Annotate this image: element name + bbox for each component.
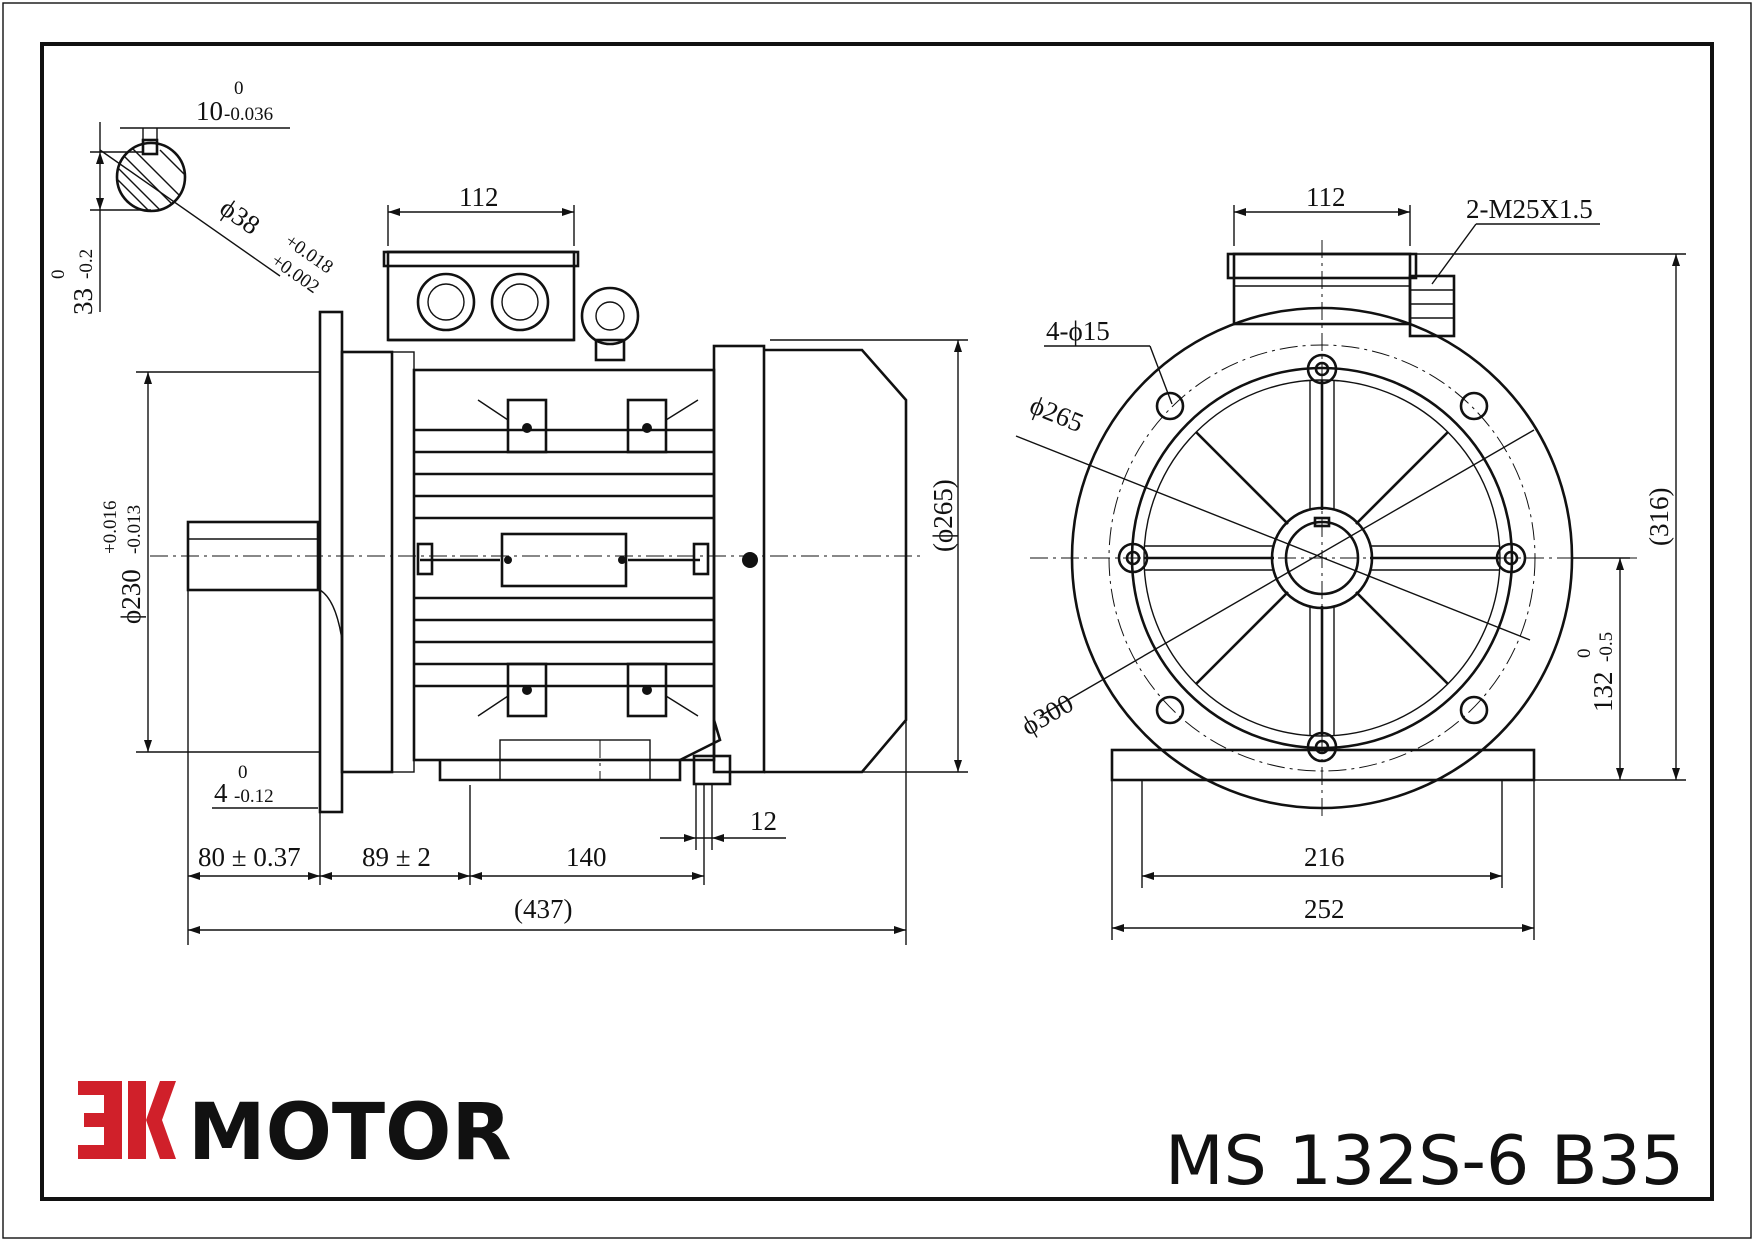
foot-hole-label: 12 <box>750 806 777 836</box>
flange-dia-label: ϕ230 <box>116 569 146 624</box>
body-dia-label: (ϕ265) <box>928 479 958 552</box>
flange-dia-tol-plus: +0.016 <box>100 501 121 554</box>
flange-thick-tol-upper: 0 <box>238 762 248 783</box>
shaft-to-foot-label: 89 ± 2 <box>362 842 431 872</box>
key-width-tol-lower: -0.036 <box>224 104 273 125</box>
holes-label: 4-ϕ15 <box>1046 316 1110 346</box>
height-total-label: (316) <box>1644 488 1674 546</box>
shaft-section: 10 0 -0.036 ϕ38 +0.018 +0.002 33 0 -0.2 <box>48 78 337 315</box>
tb-width-side: 112 <box>459 182 499 212</box>
inner-frame <box>40 42 1714 1201</box>
cable-gland-label: 2-M25X1.5 <box>1466 194 1593 224</box>
key-width-tol-upper: 0 <box>234 78 244 99</box>
key-height-tol-upper: 0 <box>48 270 69 280</box>
shaft-height-label: 132 <box>1588 672 1618 713</box>
flange-dia-tol-minus: -0.013 <box>124 505 145 554</box>
shaft-height-tol-upper: 0 <box>1574 649 1595 659</box>
shaft-height-tol-lower: -0.5 <box>1596 632 1617 662</box>
side-view: 112 ϕ230 +0.016 -0.013 (ϕ265) 4 0 -0.12 <box>100 182 968 945</box>
shaft-len-label: 80 ± 0.37 <box>198 842 301 872</box>
shaft-dia-label: ϕ38 <box>215 192 266 240</box>
tb-width-front: 112 <box>1306 182 1346 212</box>
brand-name: MOTOR <box>188 1088 512 1178</box>
model-number: MS 132S-6 B35 <box>1165 1122 1684 1201</box>
front-view: 112 2-M25X1.5 4-ϕ15 ϕ265 ϕ300 (316) 132 … <box>1015 182 1686 940</box>
key-width-label: 10 <box>196 96 223 126</box>
flange-thick-label: 4 <box>214 778 228 808</box>
key-height-label: 33 <box>68 288 98 315</box>
ek-logo-mark <box>78 1081 176 1159</box>
total-len-label: (437) <box>514 894 572 924</box>
foot-span-label: 140 <box>566 842 607 872</box>
foot-holes-span-label: 216 <box>1304 842 1345 872</box>
pcd-label: ϕ265 <box>1026 390 1088 438</box>
flange-outer-label: ϕ300 <box>1016 688 1078 741</box>
flange-thick-tol-lower: -0.12 <box>234 786 274 807</box>
key-height-tol-lower: -0.2 <box>76 249 97 279</box>
foot-width-label: 252 <box>1304 894 1345 924</box>
brand-logo: MOTOR <box>78 1081 512 1178</box>
